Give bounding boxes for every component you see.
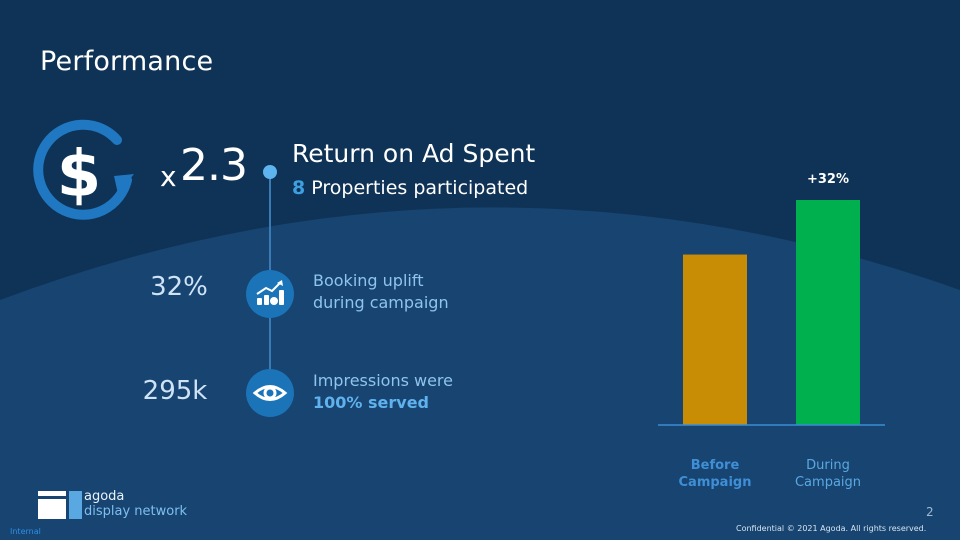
agoda-logo-icon — [38, 491, 82, 519]
classification-label: Internal — [10, 527, 41, 536]
category-label-during: During Campaign — [794, 458, 862, 490]
bar-annotation: +32% — [806, 172, 849, 187]
bar-during-campaign — [796, 200, 860, 425]
impressions-value: 295k — [142, 376, 208, 406]
bar-before-campaign — [683, 254, 747, 425]
booking-uplift-text: Booking uplift during campaign — [313, 271, 449, 312]
booking-uplift-value: 32% — [150, 272, 208, 302]
growth-chart-icon — [246, 270, 294, 318]
properties-participated: 8 Properties participated — [292, 177, 528, 199]
eye-icon — [246, 369, 294, 417]
svg-text:$: $ — [57, 138, 102, 212]
roas-title: Return on Ad Spent — [292, 139, 536, 168]
roas-prefix: x — [160, 160, 177, 193]
page-number: 2 — [926, 505, 934, 519]
properties-count: 8 — [292, 177, 306, 199]
agoda-logo-text: agoda display network — [84, 489, 188, 519]
properties-text: Properties participated — [311, 177, 529, 199]
category-label-before: Before Campaign — [678, 458, 752, 490]
dollar-cycle-icon: $ — [33, 119, 134, 220]
impressions-text: Impressions were 100% served — [313, 371, 453, 412]
confidential-notice: Confidential © 2021 Agoda. All rights re… — [736, 524, 927, 533]
roas-value: 2.3 — [180, 140, 248, 191]
page-title: Performance — [40, 46, 214, 77]
